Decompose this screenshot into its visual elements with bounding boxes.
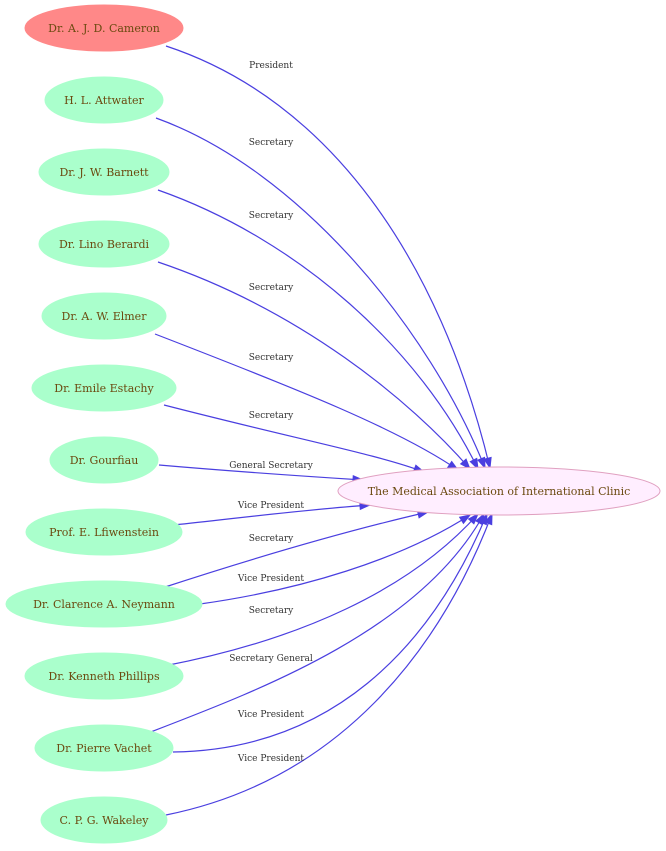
edge-label: Vice President	[237, 754, 305, 764]
edge-line	[158, 464, 364, 481]
arrow-head-icon	[477, 456, 486, 470]
edge: Vice President	[199, 514, 472, 605]
organization-node-shape	[337, 466, 661, 516]
node-shape	[49, 436, 159, 484]
edge-label: General Secretary	[229, 461, 313, 471]
edge-label: Secretary	[249, 353, 294, 363]
node-shape	[38, 220, 170, 268]
node-shape	[25, 508, 183, 556]
person-node[interactable]: Dr. A. W. Elmer	[41, 292, 167, 340]
edges-layer: PresidentSecretarySecretarySecretarySecr…	[147, 45, 493, 816]
edge: Secretary	[154, 333, 460, 471]
edge-label: Secretary	[249, 283, 294, 293]
node-label: Dr. A. W. Elmer	[62, 310, 148, 323]
edge-line	[199, 514, 471, 605]
node-shape	[38, 148, 170, 196]
edge-line	[163, 513, 479, 667]
node-shape	[31, 364, 177, 412]
edge: President	[165, 45, 492, 470]
edge: Vice President	[173, 501, 372, 526]
edge: Secretary	[163, 512, 479, 667]
edge: Secretary	[155, 117, 486, 470]
node-label: Dr. Lino Berardi	[59, 238, 150, 251]
node-label: Dr. Gourfiau	[70, 454, 139, 467]
edge-label: Secretary	[249, 534, 294, 544]
edge: Secretary General	[147, 512, 485, 734]
node-label: C. P. G. Wakeley	[60, 814, 150, 827]
edge-line	[161, 511, 429, 589]
node-label: Dr. Clarence A. Neymann	[33, 598, 175, 611]
node-label: Dr. J. W. Barnett	[59, 166, 149, 179]
organization-node-label: The Medical Association of International…	[368, 485, 631, 498]
edge: Vice President	[165, 512, 493, 816]
edge-line	[157, 261, 471, 470]
node-shape	[5, 580, 203, 628]
edge: Secretary	[157, 189, 479, 471]
person-node[interactable]: H. L. Attwater	[44, 76, 164, 124]
edge-label: Secretary	[249, 138, 294, 148]
highlighted-node-shape	[24, 4, 184, 52]
edge-line	[173, 504, 371, 526]
node-shape	[44, 76, 164, 124]
edge-line	[172, 513, 488, 753]
edge-label: President	[249, 61, 293, 71]
edge-label: Vice President	[237, 501, 305, 511]
arrow-head-icon	[469, 457, 479, 471]
edge: General Secretary	[158, 461, 365, 484]
arrow-head-icon	[483, 456, 492, 470]
edge-line	[165, 513, 493, 816]
edge-label: Secretary	[249, 211, 294, 221]
person-node[interactable]: Dr. J. W. Barnett	[38, 148, 170, 196]
person-node[interactable]: Dr. A. J. D. Cameron	[24, 4, 184, 52]
node-label: Prof. E. Lfiwenstein	[49, 526, 159, 539]
person-node[interactable]: Dr. Clarence A. Neymann	[5, 580, 203, 628]
node-label: Dr. A. J. D. Cameron	[48, 22, 160, 35]
node-shape	[34, 724, 174, 772]
person-node[interactable]: Dr. Pierre Vachet	[34, 724, 174, 772]
arrow-head-icon	[467, 512, 479, 525]
edge-label: Vice President	[237, 574, 305, 584]
arrow-head-icon	[484, 512, 493, 526]
edge-line	[154, 333, 459, 471]
edge: Secretary	[157, 261, 471, 471]
person-node[interactable]: Dr. Gourfiau	[49, 436, 159, 484]
edge-line	[147, 513, 485, 734]
person-node[interactable]: Dr. Emile Estachy	[31, 364, 177, 412]
edge-line	[165, 45, 491, 469]
arrow-head-icon	[458, 514, 472, 525]
edge-label: Secretary	[249, 606, 294, 616]
edge-line	[163, 404, 425, 473]
edge-line	[157, 189, 479, 470]
node-label: H. L. Attwater	[64, 94, 144, 107]
node-label: Dr. Emile Estachy	[54, 382, 154, 395]
node-label: Dr. Kenneth Phillips	[48, 670, 160, 683]
arrow-head-icon	[459, 458, 471, 471]
edge-line	[155, 117, 486, 469]
node-shape	[40, 796, 168, 844]
person-node[interactable]: Dr. Kenneth Phillips	[24, 652, 184, 700]
edge-label: Secretary	[249, 411, 294, 421]
node-label: Dr. Pierre Vachet	[56, 742, 152, 755]
person-node[interactable]: Prof. E. Lfiwenstein	[25, 508, 183, 556]
node-shape	[24, 652, 184, 700]
person-node[interactable]: Dr. Lino Berardi	[38, 220, 170, 268]
organization-node[interactable]: The Medical Association of International…	[337, 466, 661, 516]
person-node[interactable]: C. P. G. Wakeley	[40, 796, 168, 844]
node-shape	[41, 292, 167, 340]
edge-label: Secretary General	[229, 654, 313, 664]
edge-label: Vice President	[237, 710, 305, 720]
